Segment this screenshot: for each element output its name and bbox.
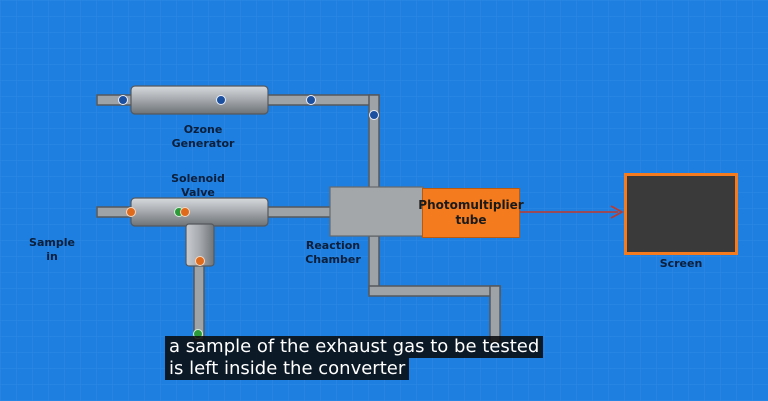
valve-outlet-pipe bbox=[266, 206, 332, 218]
solenoid-valve bbox=[130, 197, 269, 227]
valve-drop-pipe bbox=[193, 261, 205, 341]
exhaust-out-pipe bbox=[489, 285, 501, 343]
connector-icon bbox=[118, 95, 128, 105]
connector-icon bbox=[195, 256, 205, 266]
ozone-generator-label: Ozone Generator bbox=[171, 123, 235, 150]
photomultiplier-tube: Photomultiplier tube bbox=[418, 188, 524, 238]
connector-icon bbox=[126, 207, 136, 217]
subtitle-line-2: is left inside the converter bbox=[165, 358, 410, 380]
reaction-chamber bbox=[329, 186, 424, 237]
reaction-chamber-label: Reaction Chamber bbox=[305, 239, 361, 266]
connector-icon bbox=[180, 207, 190, 217]
connector-icon bbox=[216, 95, 226, 105]
screen-label: Screen bbox=[659, 257, 703, 270]
screen bbox=[624, 173, 738, 255]
ozone-generator bbox=[130, 85, 269, 115]
subtitle-caption: a sample of the exhaust gas to be tested… bbox=[165, 336, 544, 380]
connector-icon bbox=[306, 95, 316, 105]
signal-arrow bbox=[518, 205, 624, 219]
ozone-down-pipe bbox=[368, 94, 380, 189]
ozone-outlet-pipe bbox=[266, 94, 380, 106]
subtitle-line-1: a sample of the exhaust gas to be tested bbox=[165, 336, 544, 358]
solenoid-valve-label: Solenoid Valve bbox=[171, 172, 225, 199]
connector-icon bbox=[369, 110, 379, 120]
exhaust-horizontal-pipe bbox=[368, 285, 501, 297]
sample-in-label: Sample in bbox=[29, 236, 75, 263]
